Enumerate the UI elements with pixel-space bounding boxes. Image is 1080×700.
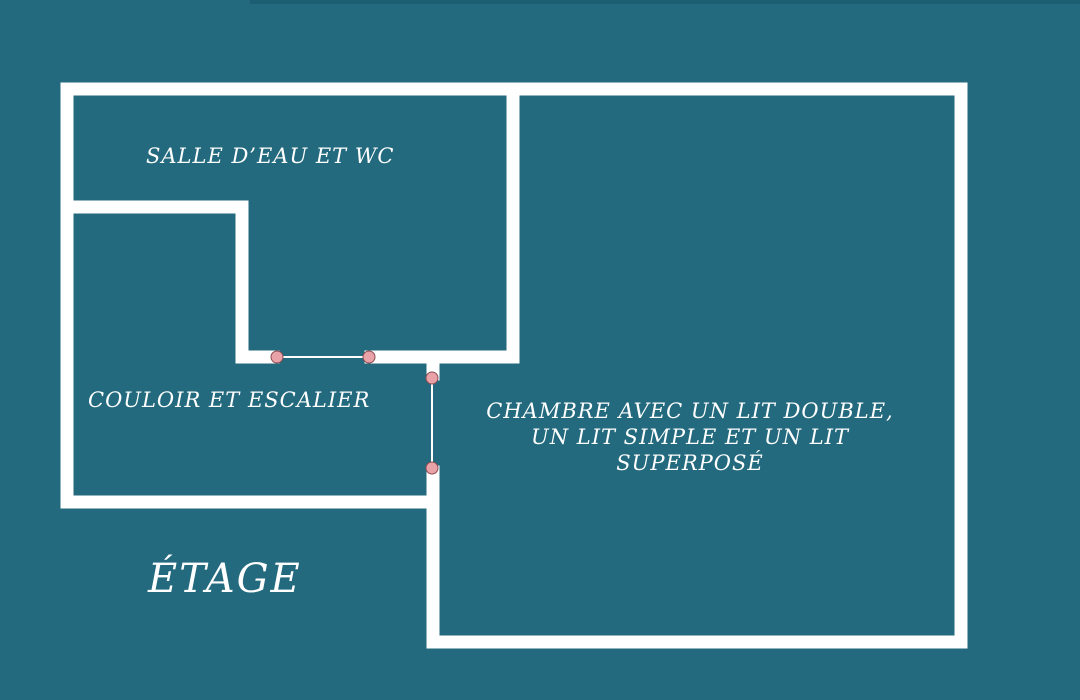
bedroom-door <box>425 371 439 475</box>
door-hinge-marker <box>270 350 284 364</box>
bathroom-hallway-wall <box>60 200 280 364</box>
door-hinge-marker <box>425 461 439 475</box>
hallway-label: COULOIR ET ESCALIER <box>88 388 371 412</box>
bedroom-label-line: SUPERPOSÉ <box>616 451 764 475</box>
outer-wall <box>60 82 968 649</box>
door-hinge-marker <box>425 371 439 385</box>
top-edge-strip <box>250 0 1080 4</box>
floor-title: ÉTAGE <box>148 556 302 602</box>
walls <box>60 82 968 649</box>
bathroom-label: SALLE D’EAU ET WC <box>146 144 395 168</box>
bedroom-label: CHAMBRE AVEC UN LIT DOUBLE, UN LIT SIMPL… <box>458 398 922 476</box>
door-hinge-marker <box>362 350 376 364</box>
bedroom-label-line: CHAMBRE AVEC UN LIT DOUBLE, <box>486 399 894 423</box>
bedroom-label-line: UN LIT SIMPLE ET UN LIT <box>531 425 849 449</box>
bathroom-door <box>270 350 376 364</box>
